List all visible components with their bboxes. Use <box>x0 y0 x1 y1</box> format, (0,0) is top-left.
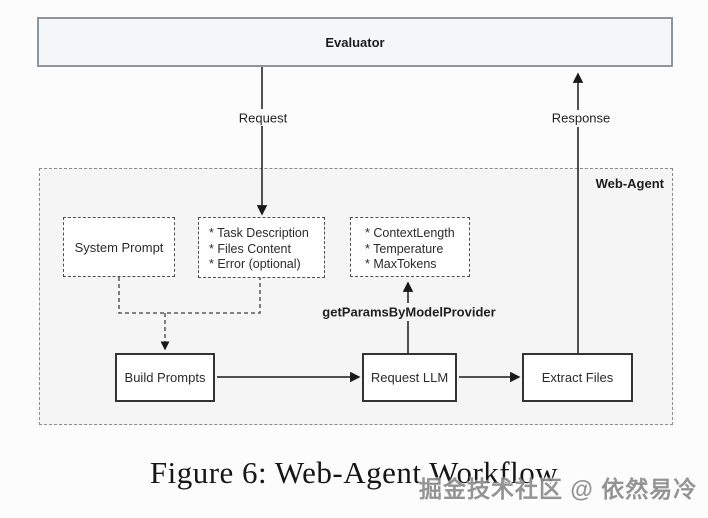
watermark: 掘金技术社区 @ 依然易冷 <box>419 476 698 502</box>
request-llm-node: Request LLM <box>362 353 457 402</box>
model-params-item: * MaxTokens <box>365 257 437 271</box>
extract-files-label: Extract Files <box>541 370 614 385</box>
request-edge-label: Request <box>238 110 288 126</box>
figure-caption: Figure 6: Web-Agent Workflow <box>149 455 559 490</box>
web-agent-label: Web-Agent <box>595 176 664 191</box>
model-params-item: * Temperature <box>365 241 444 256</box>
system-prompt-node: System Prompt <box>63 217 175 277</box>
response-edge-label: Response <box>551 110 611 126</box>
task-inputs-node: * Task Description * Files Content * Err… <box>198 217 325 278</box>
request-llm-label: Request LLM <box>370 370 449 385</box>
getparams-edge-label: getParamsByModelProvider <box>322 304 496 320</box>
task-inputs-item: * Error (optional) <box>209 257 301 271</box>
system-prompt-label: System Prompt <box>74 239 164 255</box>
model-params-node: * ContextLength * Temperature * MaxToken… <box>350 217 470 277</box>
extract-files-node: Extract Files <box>522 353 633 402</box>
task-inputs-item: * Task Description <box>209 226 309 240</box>
build-prompts-node: Build Prompts <box>115 353 215 402</box>
build-prompts-label: Build Prompts <box>124 370 206 385</box>
evaluator-node: Evaluator <box>37 17 673 67</box>
task-inputs-item: * Files Content <box>209 241 291 256</box>
model-params-item: * ContextLength <box>365 226 455 240</box>
evaluator-label: Evaluator <box>325 34 385 50</box>
